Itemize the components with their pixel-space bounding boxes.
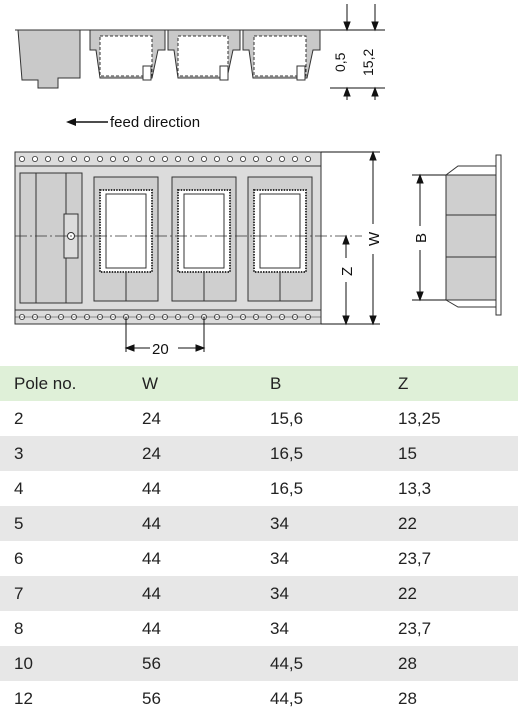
dim-Z: Z [339, 267, 356, 276]
cell-z: 22 [398, 583, 417, 603]
table-row: 8 44 34 23,7 [0, 611, 518, 646]
cell-z: 13,3 [398, 478, 432, 498]
dim-top-small: 0,5 [332, 52, 348, 72]
technical-drawing: 0,5 15,2 feed direction [14, 4, 502, 358]
cell-b: 34 [270, 548, 289, 568]
pitch-dimension [124, 317, 206, 352]
tape-side-view [15, 29, 340, 89]
cell-w: 44 [142, 583, 161, 603]
dim-W: W [366, 231, 383, 246]
table-row: 5 44 34 22 [0, 506, 518, 541]
w-z-dimensions [321, 150, 380, 326]
cell-z: 22 [398, 513, 417, 533]
cell-w: 44 [142, 618, 161, 638]
table-row: 2 24 15,6 13,25 [0, 401, 518, 436]
cell-b: 16,5 [270, 478, 304, 498]
table-row: 10 56 44,5 28 [0, 646, 518, 681]
cell-z: 23,7 [398, 618, 432, 638]
tape-end-view [445, 154, 502, 316]
cell-z: 13,25 [398, 408, 441, 428]
cell-w: 44 [142, 478, 161, 498]
cell-w: 24 [142, 408, 161, 428]
cell-pole: 6 [14, 548, 24, 568]
table-row: 7 44 34 22 [0, 576, 518, 611]
header-pole-no: Pole no. [14, 373, 77, 393]
cell-pole: 7 [14, 583, 24, 603]
header-z: Z [398, 373, 409, 393]
table-row: 3 24 16,5 15 [0, 436, 518, 471]
cell-w: 44 [142, 513, 161, 533]
cell-pole: 2 [14, 408, 24, 428]
cell-pole: 5 [14, 513, 24, 533]
table-header-row: Pole no. W B Z [0, 366, 518, 401]
cell-w: 24 [142, 443, 161, 463]
cell-w: 44 [142, 548, 161, 568]
top-dimensions [330, 4, 385, 100]
table-row: 6 44 34 23,7 [0, 541, 518, 576]
dim-top-large: 15,2 [360, 49, 376, 76]
cell-pole: 10 [14, 653, 33, 673]
cell-pole: 4 [14, 478, 24, 498]
cell-z: 23,7 [398, 548, 432, 568]
tape-top-view [14, 151, 362, 325]
cell-b: 34 [270, 513, 289, 533]
feed-direction-label: feed direction [110, 114, 200, 131]
dim-B: B [413, 233, 430, 243]
cell-b: 34 [270, 618, 289, 638]
cell-pole: 3 [14, 443, 24, 463]
cell-b: 16,5 [270, 443, 304, 463]
feed-arrow-icon [66, 118, 108, 126]
cell-b: 34 [270, 583, 289, 603]
cell-z: 28 [398, 653, 417, 673]
cell-w: 56 [142, 688, 161, 708]
table-row: 12 56 44,5 28 [0, 681, 518, 716]
b-dimension [412, 173, 446, 302]
header-b: B [270, 373, 282, 393]
cell-b: 44,5 [270, 653, 304, 673]
cell-w: 56 [142, 653, 161, 673]
cell-b: 15,6 [270, 408, 304, 428]
cell-z: 28 [398, 688, 417, 708]
cell-b: 44,5 [270, 688, 304, 708]
cell-pole: 12 [14, 688, 33, 708]
cell-z: 15 [398, 443, 417, 463]
dim-pitch: 20 [152, 341, 169, 358]
cell-pole: 8 [14, 618, 24, 638]
header-w: W [142, 373, 159, 393]
